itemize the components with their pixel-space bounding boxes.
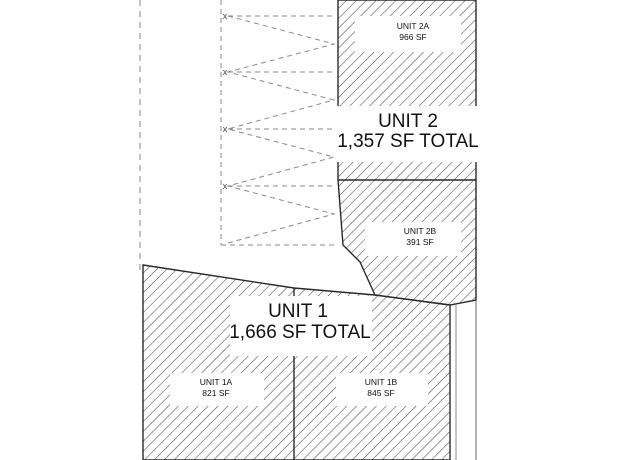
svg-text:x: x <box>223 124 228 134</box>
unit-1b-area: 845 SF <box>367 388 394 398</box>
unit-2a-name: UNIT 2A <box>397 21 430 31</box>
unit-1-total: 1,666 SF TOTAL <box>229 322 371 343</box>
svg-text:x: x <box>223 67 228 77</box>
unit-1a-name: UNIT 1A <box>200 377 233 387</box>
unit-2-total: 1,357 SF TOTAL <box>337 131 479 152</box>
unit-1-title: UNIT 1 <box>268 301 328 322</box>
unit-2-title: UNIT 2 <box>378 111 438 132</box>
unit-2a-area: 966 SF <box>399 32 426 42</box>
label-masks <box>170 16 477 406</box>
unit-2b-area: 391 SF <box>406 237 433 247</box>
unit-1b-name: UNIT 1B <box>365 377 398 387</box>
svg-text:x: x <box>223 11 228 21</box>
column-markers: x x x x <box>223 11 228 191</box>
dashed-canopy-area <box>220 0 338 246</box>
unit-1a-area: 821 SF <box>202 388 229 398</box>
svg-text:x: x <box>223 181 228 191</box>
unit-2b-name: UNIT 2B <box>404 226 437 236</box>
